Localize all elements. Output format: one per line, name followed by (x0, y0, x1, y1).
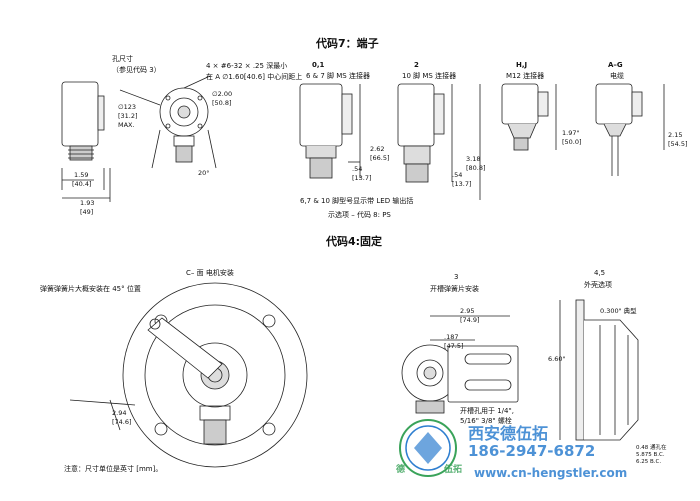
hole-note-2: 5.875 B.C. (636, 452, 665, 458)
dim-159-mm: [40.4] (72, 180, 92, 188)
dim-123-mm: [31.2] (118, 112, 138, 120)
connector-2-code: 2 (414, 61, 419, 69)
hole-note-1: 0.48 通孔在 (636, 445, 667, 451)
dim-197-mm: [50.0] (562, 138, 582, 146)
connector-01 (299, 83, 361, 179)
connector-2 (397, 83, 481, 200)
dim-187: .187 (444, 333, 459, 341)
connector-01-code: 0,1 (312, 61, 325, 69)
connector-ag-desc: 电缆 (610, 72, 624, 80)
dim-54a-mm: [13.7] (352, 174, 372, 182)
option-45-num: 4,5 (594, 269, 606, 277)
dim-54a: .54 (352, 165, 363, 173)
dim-123-max: MAX. (118, 121, 135, 129)
led-note: 6,7 & 10 脚型号显示带 LED 输出括 (300, 197, 414, 205)
hole-label-1: 孔尺寸 (112, 55, 133, 63)
dim-193: 1.93 (80, 199, 95, 207)
flange-mount-view (69, 282, 308, 468)
dim-262-mm: [66.5] (370, 154, 390, 162)
dim-54b: .54 (452, 171, 463, 179)
units-note: 注意：尺寸单位是英寸 [mm]。 (64, 465, 163, 473)
dim-300: 0.300" 典型 (600, 307, 637, 315)
spring-note: 弹簧弹簧片大概安装在 45° 位置 (40, 285, 141, 293)
hole-label-2: （参见代码 3） (112, 66, 161, 74)
dim-215-mm: [54.5] (668, 140, 688, 148)
housing-option-view (559, 299, 639, 441)
connector-2-desc: 10 脚 MS 连接器 (402, 72, 457, 80)
watermark-logo-right: 伍拓 (444, 465, 463, 475)
connector-01-desc: 6 & 7 脚 MS 连接器 (306, 72, 370, 80)
dim-318-mm: [80.8] (466, 164, 486, 172)
dim-54b-mm: [13.7] (452, 180, 472, 188)
dim-215: 2.15 (668, 131, 683, 139)
section-title-code7: 代码7：端子 (316, 37, 379, 50)
watermark-logo-left: 德 (396, 465, 406, 475)
dim-187-mm: [47.5] (444, 342, 464, 350)
tap-note-1: 4 × #6-32 × .25 深最小 (206, 62, 288, 70)
watermark-site: www.cn-hengstler.com (474, 466, 628, 480)
option-3-desc: 开槽弹簧片安装 (430, 285, 479, 293)
dim-318: 3.18 (466, 155, 481, 163)
slotted-tether-view (401, 315, 519, 414)
hole-note-3: 6.25 B.C. (636, 459, 662, 465)
dim-294: 2.94 (112, 409, 127, 417)
c-face-label: C– 面 电机安装 (186, 269, 234, 277)
dim-123: ∅123 (118, 103, 137, 111)
slot-note-1: 开槽孔用于 1/4", (460, 407, 514, 415)
tap-note-2: 在 A ∅1.60[40.6] 中心间距上 (206, 73, 303, 81)
dim-193-mm: [49] (80, 208, 94, 216)
dim-197: 1.97" (562, 129, 580, 137)
dim-295: 2.95 (460, 307, 475, 315)
watermark-company: 西安德伍拓 (468, 424, 549, 443)
option-3-num: 3 (454, 273, 459, 281)
encoder-side-view (61, 81, 111, 202)
dim-660: 6.60" (548, 355, 566, 363)
connector-hj-desc: M12 连接器 (506, 72, 545, 80)
dim-294-mm: [74.6] (112, 418, 132, 426)
dim-200-mm: [50.8] (212, 99, 232, 107)
dim-200: ∅2.00 (212, 90, 233, 98)
connector-hj-code: H,J (516, 61, 528, 69)
encoder-front-view (119, 75, 217, 169)
option-45-desc: 外壳选项 (584, 281, 612, 289)
dim-159: 1.59 (74, 171, 89, 179)
section-title-code4: 代码4:固定 (326, 235, 383, 248)
watermark-phone: 186-2947-6872 (468, 442, 596, 460)
connector-ag (595, 83, 665, 176)
option-note: 示选项 – 代码 8: PS (328, 211, 391, 219)
dim-angle-20: 20° (198, 169, 210, 177)
dim-295-mm: [74.9] (460, 316, 480, 324)
connector-ag-code: A–G (608, 61, 623, 69)
watermark-logo (399, 419, 457, 477)
dim-262: 2.62 (370, 145, 385, 153)
slot-note-2: 5/16" 3/8" 螺栓 (460, 417, 512, 425)
connector-hj (501, 83, 557, 151)
